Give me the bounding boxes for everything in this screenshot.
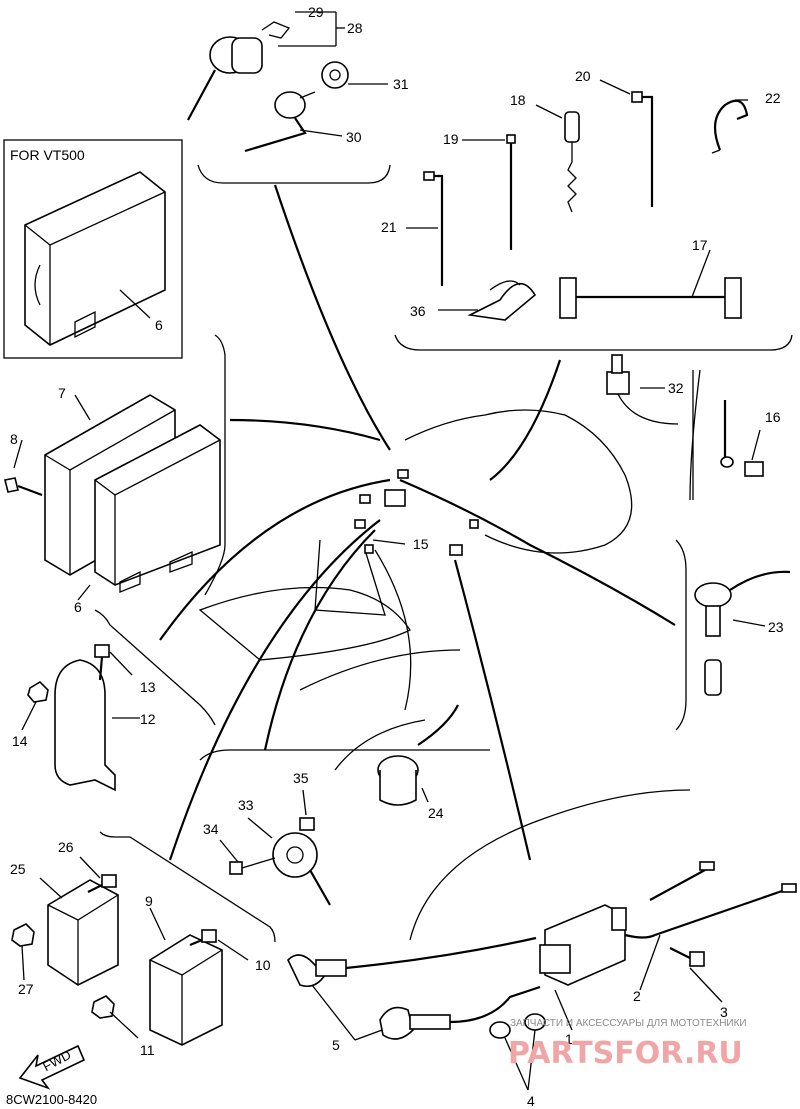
cable-tie-20 xyxy=(631,91,654,207)
bolt-26 xyxy=(87,874,117,893)
callout-36: 36 xyxy=(410,303,426,319)
callout-27: 27 xyxy=(18,981,34,997)
callout-2: 2 xyxy=(633,988,641,1004)
callout-17: 17 xyxy=(692,237,708,253)
callout-1: 1 xyxy=(565,1031,573,1047)
callout-29: 29 xyxy=(308,4,324,20)
callout-32: 32 xyxy=(668,380,684,396)
unit-9 xyxy=(149,934,223,1046)
cable-tie-21 xyxy=(423,171,444,286)
connectors-cluster xyxy=(354,469,479,556)
plug-cap-5b xyxy=(379,985,541,1040)
clamp-36 xyxy=(467,280,537,321)
regulator-25 xyxy=(47,879,119,986)
callout-8: 8 xyxy=(10,431,18,447)
callout-33: 33 xyxy=(238,797,254,813)
band-17 xyxy=(559,277,742,319)
frame-and-harness xyxy=(159,184,701,941)
clip-22 xyxy=(711,99,749,154)
callout-7: 7 xyxy=(58,385,66,401)
callout-24: 24 xyxy=(428,805,444,821)
nut-11 xyxy=(91,995,115,1019)
callout-9: 9 xyxy=(145,893,153,909)
rectifier-12 xyxy=(54,659,116,792)
bolt-13 xyxy=(94,644,110,681)
callout-20: 20 xyxy=(575,68,591,84)
switch-32 xyxy=(606,354,679,425)
inset-frame xyxy=(3,139,183,359)
callout-15: 15 xyxy=(413,536,429,552)
callout-34: 34 xyxy=(203,821,219,837)
main-switch xyxy=(187,21,291,121)
callout-6-inset: 6 xyxy=(155,317,163,333)
callout-23: 23 xyxy=(768,619,784,635)
cdi-unit-6 xyxy=(94,424,221,593)
watermark: ЗАПЧАСТИ И АКСЕССУАРЫ ДЛЯ МОТОТЕХНИКИ PA… xyxy=(508,1018,747,1071)
watermark-subtitle: ЗАПЧАСТИ И АКСЕССУАРЫ ДЛЯ МОТОТЕХНИКИ xyxy=(510,1018,747,1029)
callout-13: 13 xyxy=(140,679,156,695)
callout-5: 5 xyxy=(332,1037,340,1053)
inset-ignitor-unit xyxy=(24,171,166,346)
nut-27 xyxy=(11,923,35,947)
callout-11: 11 xyxy=(140,1042,155,1058)
watermark-logo: PARTSFOR.RU xyxy=(508,1036,743,1071)
callout-31: 31 xyxy=(393,76,409,92)
top-right-group xyxy=(394,79,793,351)
screw-34 xyxy=(229,857,276,875)
top-left-group xyxy=(187,11,391,184)
nut-14 xyxy=(27,680,49,703)
callout-6: 6 xyxy=(74,599,82,615)
ignition-coil-1 xyxy=(539,861,797,986)
callout-25: 25 xyxy=(10,861,26,877)
callout-21: 21 xyxy=(381,219,397,235)
callout-28: 28 xyxy=(347,20,363,36)
callout-26: 26 xyxy=(58,839,74,855)
callout-3: 3 xyxy=(720,1004,728,1020)
callout-labels: 1 2 3 4 5 6 6 7 8 9 10 11 12 13 14 15 16… xyxy=(10,4,784,1109)
callout-19: 19 xyxy=(443,131,459,147)
callout-22: 22 xyxy=(765,90,781,106)
bolt-8 xyxy=(4,477,43,497)
inset-title: FOR VT500 xyxy=(10,147,85,163)
fwd-arrow: FWD xyxy=(18,1044,86,1090)
nut-35 xyxy=(299,817,315,831)
callout-14: 14 xyxy=(12,733,28,749)
plug-cap-5a xyxy=(287,936,537,988)
diagram-code: 8CW2100-8420 xyxy=(6,1092,97,1107)
switch-33 xyxy=(272,832,331,906)
bolt-10 xyxy=(189,929,217,947)
clamp-18 xyxy=(564,111,580,213)
vt500-inset: FOR VT500 xyxy=(3,139,183,359)
sensor-23 xyxy=(694,570,791,696)
callout-18: 18 xyxy=(510,92,526,108)
callout-10: 10 xyxy=(255,957,271,973)
choke-lever xyxy=(244,91,316,153)
callout-12: 12 xyxy=(140,711,156,727)
callout-4: 4 xyxy=(527,1093,535,1109)
callout-35: 35 xyxy=(293,770,309,786)
bolt-3 xyxy=(669,947,705,967)
bolt-16 xyxy=(720,400,764,477)
callout-30: 30 xyxy=(346,129,362,145)
condenser-24 xyxy=(377,704,459,806)
switch-cap xyxy=(321,61,349,89)
callout-16: 16 xyxy=(765,409,781,425)
cable-tie-19 xyxy=(506,134,516,250)
